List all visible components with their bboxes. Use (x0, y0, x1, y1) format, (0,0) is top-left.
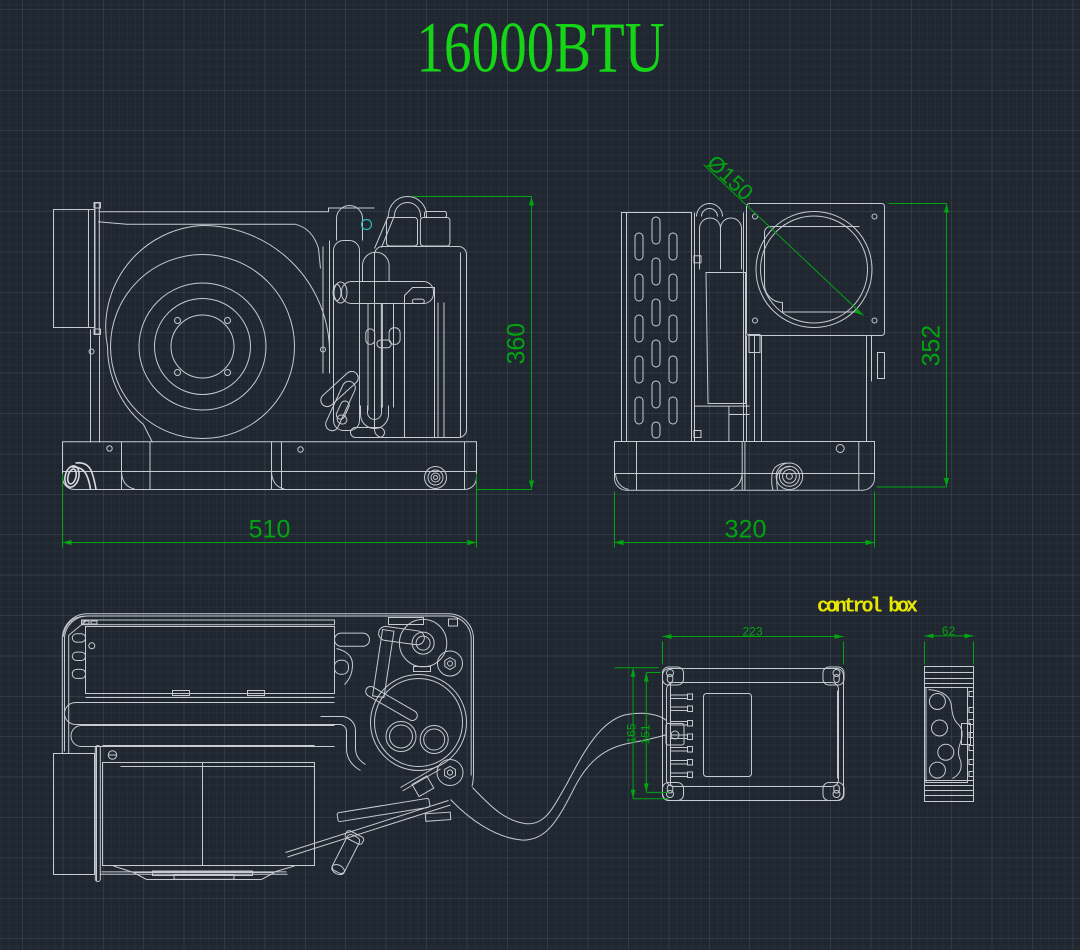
svg-text:16000BTU: 16000BTU (417, 8, 665, 88)
svg-text:510: 510 (249, 516, 291, 544)
svg-text:320: 320 (725, 516, 767, 544)
svg-text:62: 62 (942, 624, 956, 638)
svg-text:352: 352 (918, 325, 946, 367)
svg-text:360: 360 (503, 323, 531, 365)
svg-text:Ø150: Ø150 (702, 150, 758, 205)
svg-text:151: 151 (639, 724, 653, 744)
svg-text:223: 223 (742, 625, 762, 639)
svg-text:165: 165 (625, 723, 639, 743)
svg-text:control box: control box (817, 596, 918, 619)
